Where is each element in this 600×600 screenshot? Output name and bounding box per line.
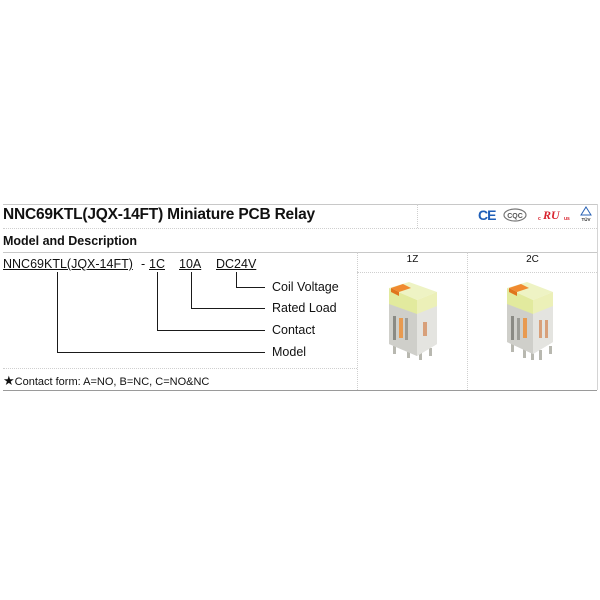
note-text: Contact form: A=NO, B=NC, C=NO&NC: [14, 376, 210, 388]
relay-1z-image: [383, 282, 443, 367]
star-icon: ★: [3, 373, 15, 388]
svg-text:CQC: CQC: [507, 213, 523, 220]
svg-text:c: c: [538, 216, 541, 222]
connector-line: [236, 287, 265, 288]
svg-text:RU: RU: [542, 208, 561, 222]
model-code-dash: -: [141, 257, 146, 271]
table-right-border: [597, 204, 598, 390]
label-rated-load: Rated Load: [272, 301, 337, 315]
ce-mark-label: CE: [478, 207, 496, 223]
label-coil-voltage: Coil Voltage: [272, 280, 339, 294]
connector-line: [57, 272, 58, 353]
curus-mark-icon: c RU us: [538, 206, 572, 227]
row-divider: [3, 252, 597, 253]
section-title: Model and Description: [3, 234, 138, 248]
connector-line: [191, 308, 265, 309]
model-code-coil-voltage: DC24V: [216, 257, 257, 271]
connector-line: [57, 352, 265, 353]
variant-header-2c: 2C: [526, 254, 539, 265]
svg-text:us: us: [564, 216, 570, 222]
page-title: NNC69KTL(JQX-14FT) Miniature PCB Relay: [3, 206, 315, 223]
connector-line: [157, 272, 158, 331]
ce-mark-icon: CE: [478, 207, 496, 223]
column-divider: [417, 204, 418, 228]
model-code-model: NNC69KTL(JQX-14FT): [3, 257, 133, 271]
row-divider: [357, 272, 597, 273]
column-divider: [357, 252, 358, 390]
row-divider: [3, 368, 357, 369]
label-model: Model: [272, 345, 307, 359]
column-divider: [467, 252, 468, 390]
table-top-border: [3, 204, 597, 205]
variant-header-1z: 1Z: [406, 254, 419, 265]
table-bottom-border: [3, 390, 597, 391]
svg-text:TÜV: TÜV: [582, 216, 591, 222]
row-divider: [3, 228, 597, 229]
relay-2c-image: [503, 282, 563, 367]
connector-line: [191, 272, 192, 309]
tuv-mark-icon: TÜV: [580, 206, 592, 227]
cqc-mark-icon: CQC: [503, 208, 527, 227]
connector-line: [236, 272, 237, 288]
connector-line: [157, 330, 265, 331]
contact-form-note: ★Contact form: A=NO, B=NC, C=NO&NC: [3, 373, 209, 389]
model-code-contact: 1C: [149, 257, 165, 271]
model-code-rated-load: 10A: [179, 257, 202, 271]
label-contact: Contact: [272, 323, 316, 337]
